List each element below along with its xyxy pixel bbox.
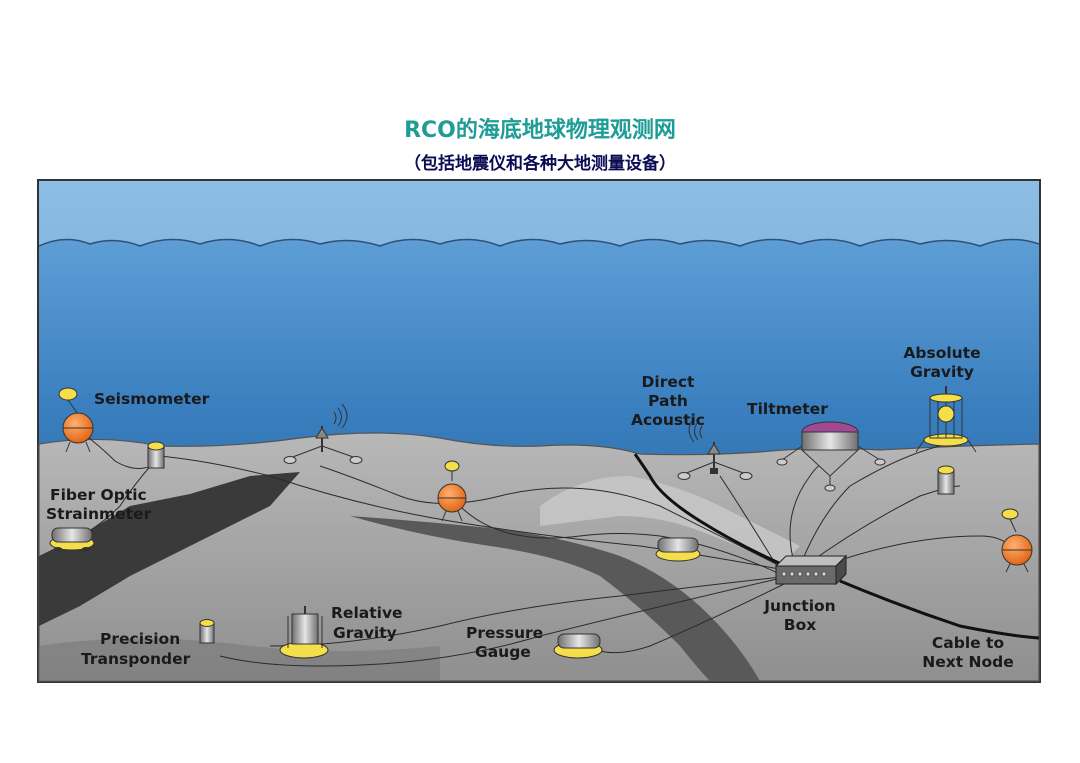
label-relative-2: Gravity: [333, 624, 397, 642]
label-direct-1: Direct: [642, 373, 696, 391]
label-precision-2: Transponder: [81, 650, 191, 668]
seismometer-instrument: [58, 387, 94, 453]
strainmeter-middle: [655, 537, 701, 562]
seafloor-observatory-illustration: Seismometer Fiber Optic Strainmeter Prec…: [37, 179, 1041, 683]
label-direct-2: Path: [648, 392, 688, 410]
label-relative-1: Relative: [331, 604, 403, 622]
label-tiltmeter: Tiltmeter: [747, 400, 828, 418]
label-pressure-2: Gauge: [475, 643, 531, 661]
label-fiber-optic-2: Strainmeter: [46, 505, 152, 523]
rift-crack-2: [350, 516, 760, 681]
direct-path-acoustic-instrument: [677, 417, 753, 480]
label-direct-3: Acoustic: [631, 411, 705, 429]
sea-surface: [39, 181, 1039, 246]
junction-box: [774, 554, 848, 586]
label-fiber-optic-1: Fiber Optic: [50, 486, 147, 504]
fiber-optic-strainmeter-instrument: [49, 527, 95, 551]
label-absolute-2: Gravity: [910, 363, 974, 381]
trunk-cable: [839, 579, 1040, 640]
trunk-cable-left: [633, 453, 791, 570]
acoustic-transponder-left: [283, 403, 363, 464]
diagram-subtitle: （包括地震仪和各种大地测量设备）: [404, 154, 676, 174]
label-junction-2: Box: [784, 616, 816, 634]
label-junction-1: Junction: [763, 597, 835, 615]
seismometer-middle: [437, 460, 467, 522]
seismometer-canister: [147, 441, 165, 469]
label-absolute-1: Absolute: [903, 344, 980, 362]
precision-transponder-instrument: [199, 619, 215, 644]
rift-crack: [39, 472, 300, 626]
label-cable-2: Next Node: [922, 653, 1014, 671]
wave-line: [38, 238, 1040, 247]
seismometer-right: [1001, 508, 1033, 573]
label-precision-1: Precision: [100, 630, 180, 648]
absolute-gravity-instrument: [915, 386, 977, 453]
tiltmeter-instrument: [776, 421, 886, 492]
pressure-gauge-instrument: [553, 633, 603, 659]
absolute-gravity-canister: [937, 465, 955, 495]
label-seismometer: Seismometer: [94, 390, 210, 408]
label-cable-1: Cable to: [932, 634, 1004, 652]
seafloor: [38, 432, 1040, 682]
label-pressure-1: Pressure: [466, 624, 543, 642]
relative-gravity-instrument: [279, 606, 329, 659]
diagram-title: RCO的海底地球物理观测网: [404, 118, 676, 143]
